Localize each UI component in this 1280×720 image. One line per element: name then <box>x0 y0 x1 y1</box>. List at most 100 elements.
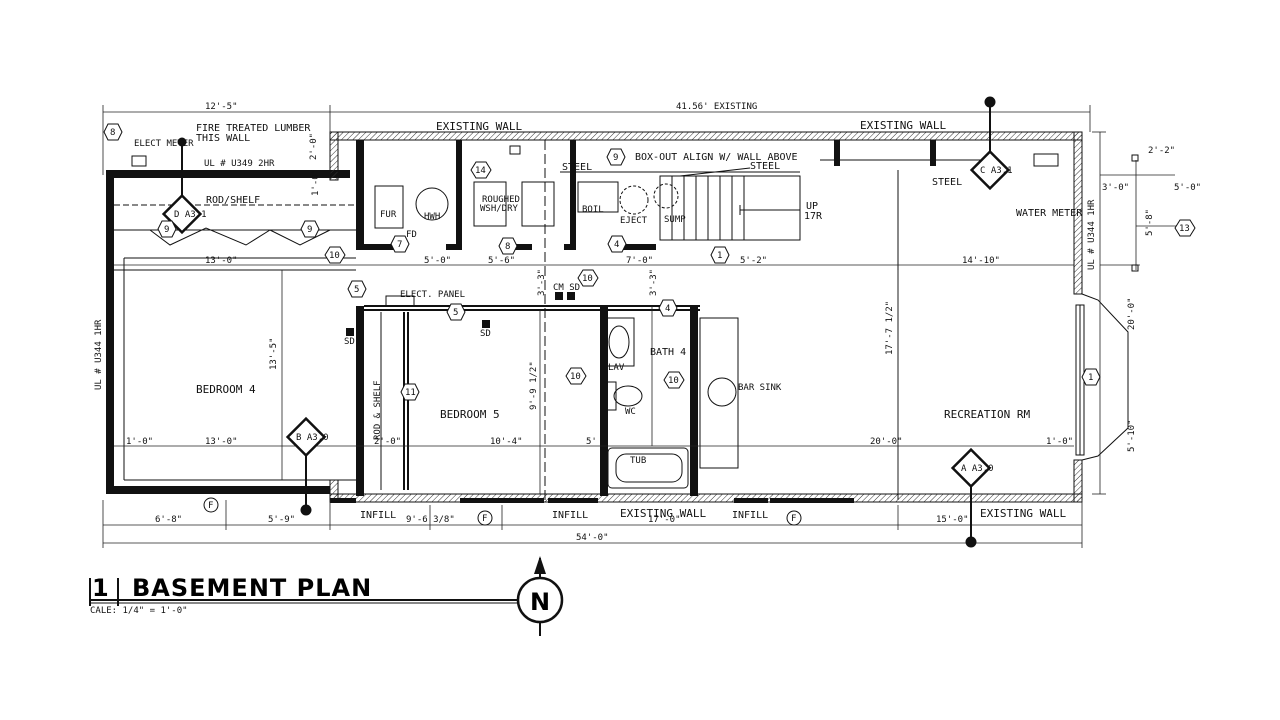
elect-panel-label: ELECT. PANEL <box>400 290 465 300</box>
svg-text:2'-2": 2'-2" <box>1148 146 1175 156</box>
svg-text:3'-0": 3'-0" <box>1102 183 1129 193</box>
right-dimensions <box>1092 131 1176 495</box>
bar-sink-label: BAR SINK <box>738 383 782 393</box>
existing-wall-label: EXISTING WALL <box>436 120 522 133</box>
interior-walls <box>356 140 936 496</box>
elect-meter-label: ELECT METER <box>134 139 194 149</box>
tag-10: 10 <box>329 251 340 261</box>
north-arrow: N <box>516 556 564 636</box>
tag-labels: 8 9 9 10 7 14 8 4 10 9 1 5 5 4 11 10 10 … <box>110 128 1190 524</box>
furnace-label: FUR <box>380 210 397 220</box>
top-dimensions: 12'-5" 41.56' EXISTING <box>102 102 1091 175</box>
eject-label: EJECT <box>620 216 648 226</box>
tag-14: 14 <box>475 166 486 176</box>
smoke-detector-1 <box>346 328 354 336</box>
svg-text:13'-0": 13'-0" <box>205 437 238 447</box>
toilet <box>613 385 643 407</box>
fire-lumber-label: FIRE TREATED LUMBER <box>196 123 311 134</box>
infill-label: INFILL <box>732 510 768 521</box>
tag-7: 7 <box>397 240 402 250</box>
elect-meter-box <box>131 155 147 167</box>
washer <box>473 181 507 227</box>
stairs-up-label: UP <box>806 201 818 212</box>
tag-9: 9 <box>164 225 169 235</box>
bedroom5-label: BEDROOM 5 <box>440 408 500 421</box>
svg-text:10'-4": 10'-4" <box>490 437 523 447</box>
section-markers: D A3.1 C A3.1 B A3.0 A A3.0 <box>161 96 1013 548</box>
svg-text:14'-10": 14'-10" <box>962 256 1000 266</box>
tag-5: 5 <box>354 285 359 295</box>
tag-1: 1 <box>1088 373 1093 383</box>
bathtub <box>607 447 689 489</box>
rod-shelf-label: ROD/SHELF <box>206 195 260 206</box>
room-labels: ELECT METER FIRE TREATED LUMBER THIS WAL… <box>94 119 1097 521</box>
svg-text:2'-0": 2'-0" <box>374 437 401 447</box>
cm-sd-label: CM SD <box>553 283 580 293</box>
tag-4: 4 <box>614 240 619 250</box>
svg-text:3'-3": 3'-3" <box>537 269 547 296</box>
fixtures <box>131 145 1059 489</box>
this-wall-label: THIS WALL <box>196 133 250 144</box>
title-block: 1 BASEMENT PLAN CALE: 1/4" = 1'-0" <box>89 574 520 616</box>
svg-text:7'-0": 7'-0" <box>626 256 653 266</box>
water-meter-label: WATER METER <box>1016 208 1083 219</box>
svg-text:5'-10": 5'-10" <box>1127 419 1137 452</box>
tub-label: TUB <box>630 456 646 466</box>
smoke-detector-2 <box>482 320 490 328</box>
elect-panel-box <box>385 295 415 307</box>
inner-dimensions <box>114 264 1074 494</box>
boiler <box>577 181 619 213</box>
wsh-dry-label: WSH/DRY <box>480 204 519 214</box>
tag-9: 9 <box>613 153 618 163</box>
steel-label: STEEL <box>932 177 962 188</box>
stairs <box>659 167 801 241</box>
recreation-room-label: RECREATION RM <box>944 408 1030 421</box>
tag-10: 10 <box>668 376 679 386</box>
svg-text:1'-0": 1'-0" <box>126 437 153 447</box>
north-arrow-letter: N <box>530 588 551 616</box>
tag-8: 8 <box>505 242 510 252</box>
furnace <box>374 185 404 229</box>
svg-text:5'-2": 5'-2" <box>740 256 767 266</box>
svg-text:5'-0": 5'-0" <box>1174 183 1201 193</box>
steel-label: STEEL <box>750 161 780 172</box>
tag-f: F <box>791 514 796 524</box>
svg-text:1'-0": 1'-0" <box>1046 437 1073 447</box>
boiler-label: BOIL <box>582 205 604 215</box>
floor-drain-label: FD <box>406 230 417 240</box>
bottom-dimensions <box>102 500 1083 548</box>
svg-text:5'-8": 5'-8" <box>1145 209 1155 236</box>
svg-text:13'-5": 13'-5" <box>269 337 279 370</box>
tag-5: 5 <box>453 308 458 318</box>
tag-f: F <box>208 501 213 511</box>
svg-text:5': 5' <box>586 437 597 447</box>
roughed-label: ROUGHED <box>482 195 520 205</box>
svg-text:5'-0": 5'-0" <box>424 256 451 266</box>
hex-tags <box>103 123 1196 526</box>
sump-label: SUMP <box>664 215 686 225</box>
tag-8: 8 <box>110 128 115 138</box>
svg-text:9'-9 1/2": 9'-9 1/2" <box>529 361 539 410</box>
smoke-detector-label: SD <box>480 329 491 339</box>
section-marker-b: B A3.0 <box>296 433 329 443</box>
infill-label: INFILL <box>360 510 396 521</box>
tag-4: 4 <box>665 304 670 314</box>
existing-wall-label: EXISTING WALL <box>980 507 1066 520</box>
stairs-risers-label: 17R <box>804 211 823 222</box>
dim-top-left: 12'-5" <box>205 102 238 112</box>
plan-scale: CALE: 1/4" = 1'-0" <box>90 606 188 616</box>
bar-counter <box>699 317 739 469</box>
dimension-labels: 13'-0" 13'-0" 1'-0" 1'-0" 5'-0" 5'-6" 7'… <box>126 133 1201 543</box>
svg-text:2'-0": 2'-0" <box>309 133 319 160</box>
svg-text:1'-0": 1'-0" <box>311 169 321 196</box>
plan-number: 1 <box>92 574 110 602</box>
wc-label: WC <box>625 407 636 417</box>
svg-text:17'-0": 17'-0" <box>648 515 681 525</box>
svg-text:20'-0": 20'-0" <box>1127 297 1137 330</box>
svg-text:20'-0": 20'-0" <box>870 437 903 447</box>
ul-top-label: UL # U349 2HR <box>204 159 275 169</box>
plan-title: BASEMENT PLAN <box>132 574 372 602</box>
tag-9: 9 <box>307 225 312 235</box>
svg-text:54'-0": 54'-0" <box>576 533 609 543</box>
